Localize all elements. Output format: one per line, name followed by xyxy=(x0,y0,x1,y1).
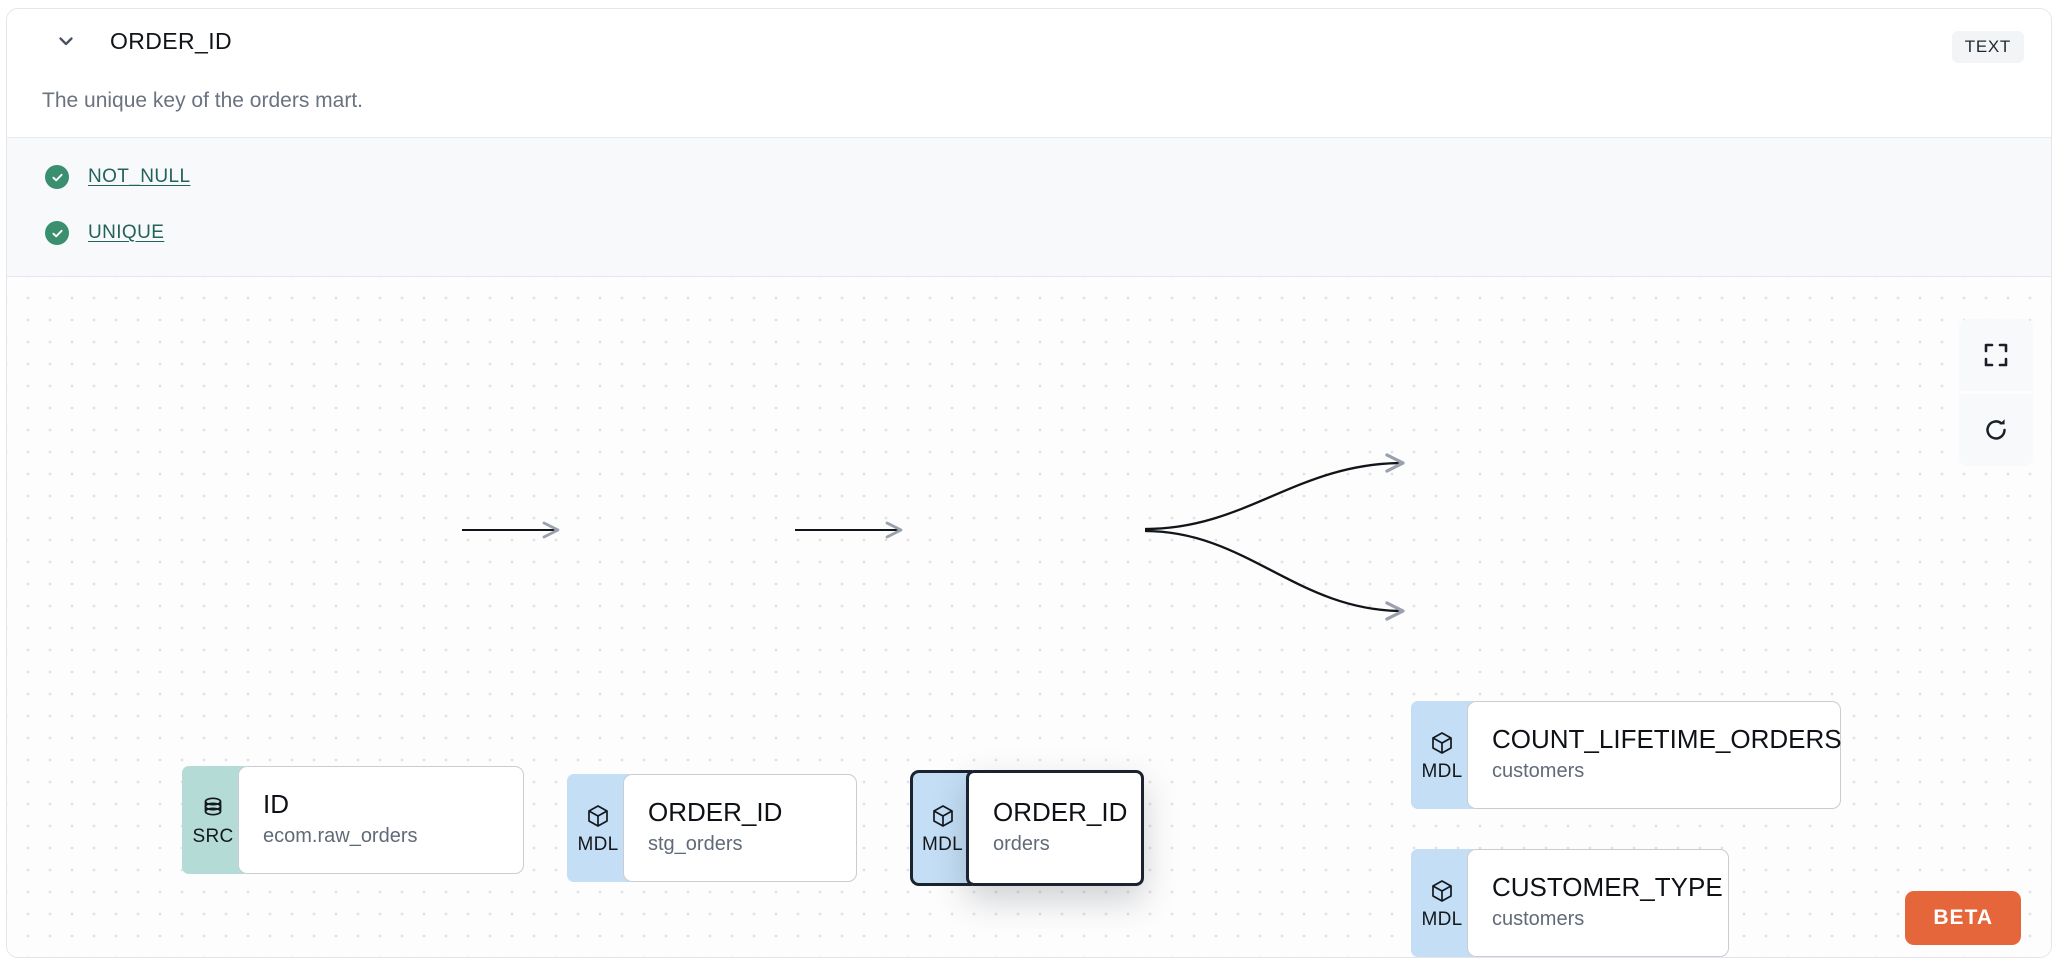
cube-icon xyxy=(932,804,953,827)
test-link-unique[interactable]: UNIQUE xyxy=(88,222,165,243)
node-card[interactable]: ORDER_ID orders xyxy=(966,770,1144,886)
node-badge-label: MDL xyxy=(1421,760,1463,782)
node-card[interactable]: ID ecom.raw_orders xyxy=(238,766,524,874)
node-card[interactable]: COUNT_LIFETIME_ORDERS customers xyxy=(1467,701,1842,809)
node-badge-mdl: MDL xyxy=(1411,849,1473,957)
node-badge-src: SRC xyxy=(182,766,244,874)
node-subtitle: ecom.raw_orders xyxy=(263,825,418,848)
node-subtitle: customers xyxy=(1492,908,1585,931)
node-badge-mdl: MDL xyxy=(910,770,972,886)
lineage-node[interactable]: MDL CUSTOMER_TYPE customers xyxy=(1411,849,1729,957)
column-header: ORDER_ID TEXT The unique key of the orde… xyxy=(7,9,2051,137)
cube-icon xyxy=(1432,731,1452,754)
node-badge-label: SRC xyxy=(192,825,234,847)
edge-curve xyxy=(1144,529,1405,621)
column-description: The unique key of the orders mart. xyxy=(42,89,363,112)
node-subtitle: orders xyxy=(993,833,1050,856)
chevron-down-icon[interactable] xyxy=(51,26,81,56)
node-name: ID xyxy=(263,788,289,819)
node-subtitle: stg_orders xyxy=(648,833,743,856)
lineage-node[interactable]: MDL ORDER_ID stg_orders xyxy=(567,774,857,882)
node-badge-label: MDL xyxy=(577,833,619,855)
database-icon xyxy=(204,796,222,816)
lineage-node[interactable]: SRC ID ecom.raw_orders xyxy=(182,766,524,874)
node-name: CUSTOMER_TYPE xyxy=(1492,871,1723,902)
fullscreen-button[interactable] xyxy=(1959,319,2033,391)
lineage-node-selected[interactable]: MDL ORDER_ID orders xyxy=(910,770,1144,886)
test-row: UNIQUE xyxy=(45,212,2051,254)
node-badge-label: MDL xyxy=(921,833,963,855)
edge-curve xyxy=(1144,453,1405,531)
node-name: COUNT_LIFETIME_ORDERS xyxy=(1492,723,1842,754)
tests-section: NOT_NULL UNIQUE xyxy=(7,137,2051,277)
column-detail-panel: ORDER_ID TEXT The unique key of the orde… xyxy=(6,8,2052,958)
check-circle-icon xyxy=(45,165,69,189)
refresh-icon xyxy=(1982,416,2010,444)
check-circle-icon xyxy=(45,221,69,245)
node-card[interactable]: ORDER_ID stg_orders xyxy=(623,774,857,882)
node-badge-label: MDL xyxy=(1421,908,1463,930)
page-title: ORDER_ID xyxy=(110,27,233,54)
lineage-canvas[interactable]: SRC ID ecom.raw_orders MDL ORDER_ID stg_… xyxy=(7,277,2051,957)
test-row: NOT_NULL xyxy=(45,156,2051,198)
node-card[interactable]: CUSTOMER_TYPE customers xyxy=(1467,849,1729,957)
test-link-not-null[interactable]: NOT_NULL xyxy=(88,166,191,187)
node-badge-mdl: MDL xyxy=(567,774,629,882)
cube-icon xyxy=(1432,879,1452,902)
node-subtitle: customers xyxy=(1492,760,1585,783)
column-type-badge[interactable]: TEXT xyxy=(1951,31,2024,63)
canvas-controls xyxy=(1959,319,2033,466)
beta-badge-button[interactable]: BETA xyxy=(1905,891,2021,945)
node-name: ORDER_ID xyxy=(993,796,1128,827)
refresh-button[interactable] xyxy=(1959,394,2033,466)
cube-icon xyxy=(588,804,608,827)
fullscreen-icon xyxy=(1983,342,2009,368)
lineage-node[interactable]: MDL COUNT_LIFETIME_ORDERS customers xyxy=(1411,701,1842,809)
node-badge-mdl: MDL xyxy=(1411,701,1473,809)
node-name: ORDER_ID xyxy=(648,796,783,827)
